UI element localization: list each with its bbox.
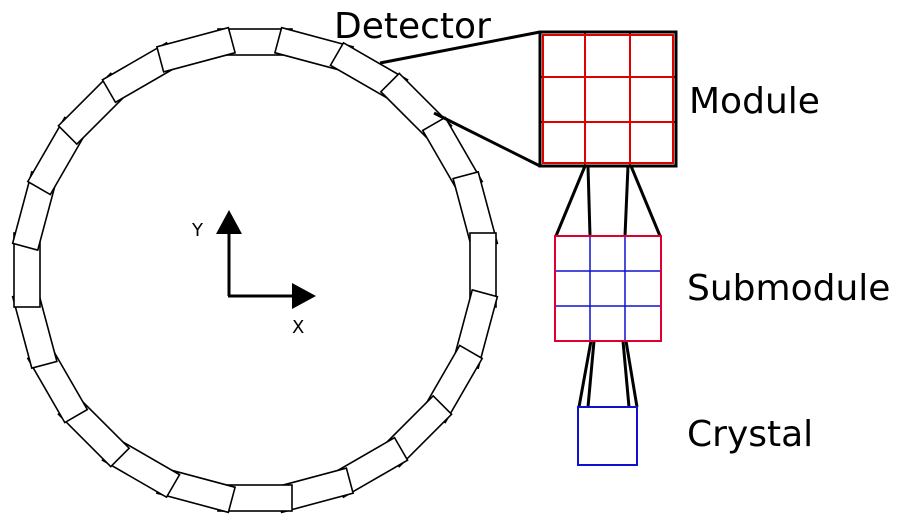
submodule-block: [554, 235, 662, 342]
submodule-label: Submodule: [687, 268, 890, 309]
module-label: Module: [689, 81, 820, 122]
detector-ring: [11, 26, 499, 514]
y-axis-arrowhead: [216, 210, 242, 234]
submodule-grid: [555, 236, 661, 341]
detector-block: [155, 26, 237, 73]
y-axis-label: Y: [191, 220, 204, 241]
submodule-border: [554, 235, 662, 342]
connector-line: [586, 165, 592, 237]
module-outer-border: [538, 30, 678, 168]
coordinate-axes: Y X: [191, 210, 316, 338]
connector-line: [433, 111, 541, 168]
crystal-label: Crystal: [687, 414, 813, 455]
module-inner-border: [542, 34, 674, 164]
submodule-fill: [555, 236, 661, 341]
submodule-to-crystal-connectors: [577, 340, 639, 408]
module-block: [538, 30, 678, 168]
x-axis-label: X: [292, 317, 304, 338]
module-grid: [540, 32, 676, 166]
x-axis-arrowhead: [292, 283, 316, 309]
connector-line: [621, 340, 631, 408]
connector-line: [379, 30, 541, 65]
module-to-submodule-connectors: [554, 165, 662, 237]
connector-line: [577, 340, 593, 408]
connector-line: [586, 340, 596, 408]
connector-line: [554, 165, 587, 237]
connector-line: [629, 165, 662, 237]
connector-line: [623, 165, 630, 237]
connector-line: [624, 340, 639, 408]
detector-label: Detector: [334, 6, 491, 47]
module-fill: [540, 32, 676, 166]
crystal-block: [577, 406, 638, 466]
detector-to-module-connectors: [379, 30, 541, 168]
